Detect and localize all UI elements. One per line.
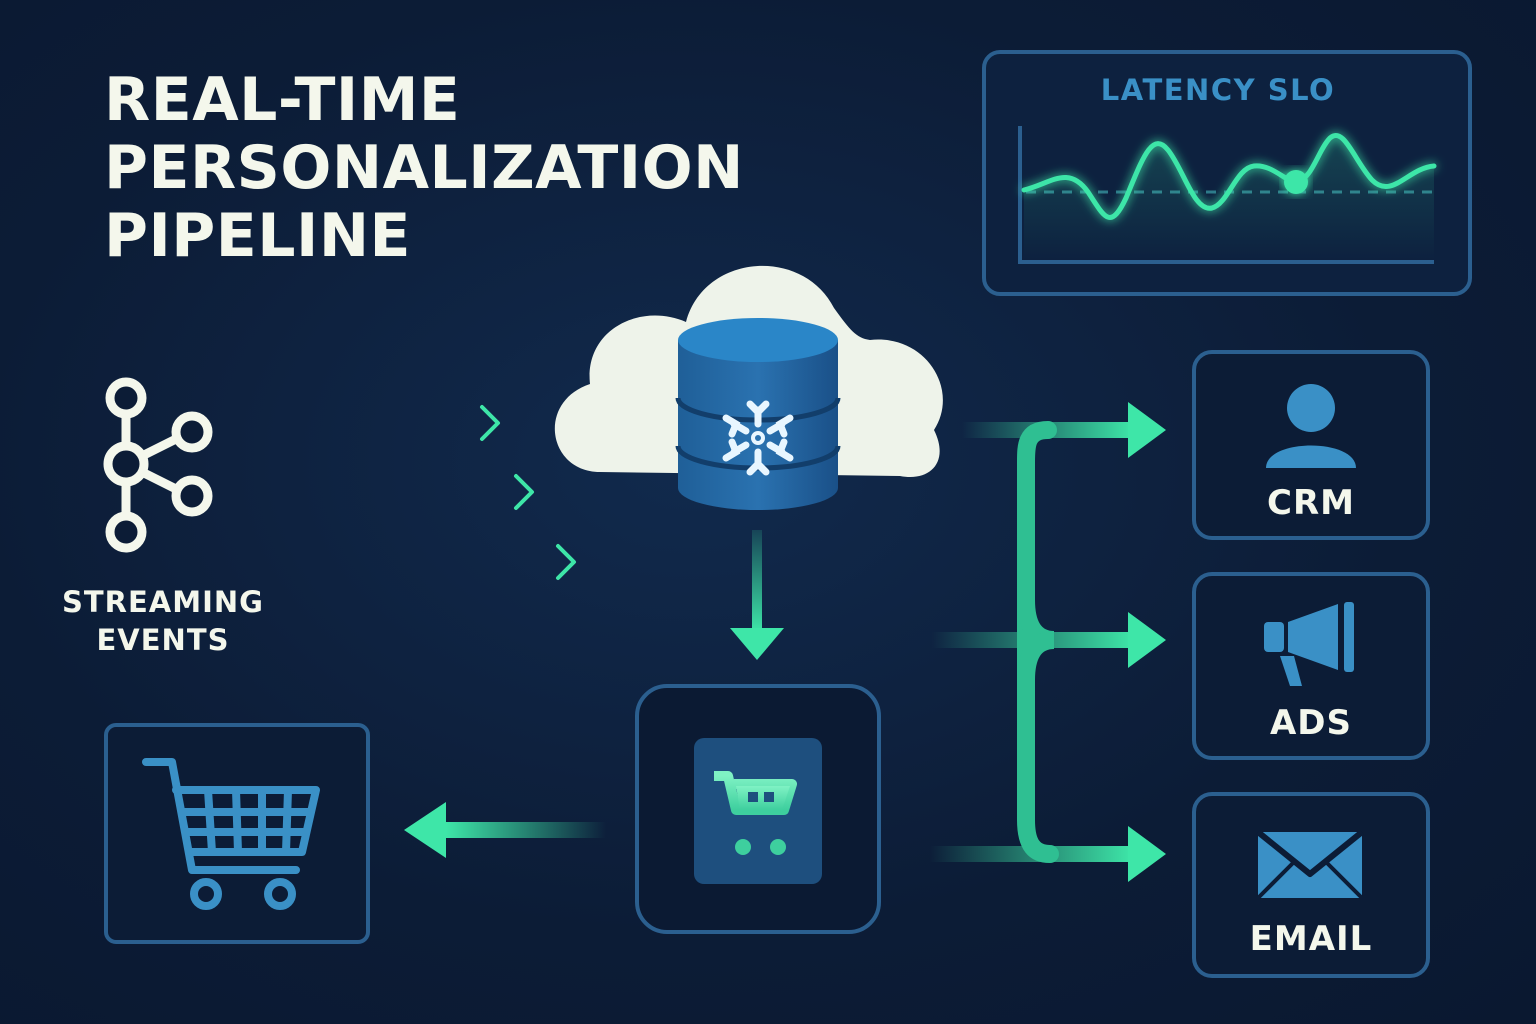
latency-wave [1021,133,1437,220]
stream-arrow-1 [240,405,500,441]
model-to-storefront-arrow [404,802,606,858]
destination-card-email: EMAIL [1192,792,1430,978]
stream-arrows [240,405,576,580]
shopping-cart-icon [714,771,797,855]
hub-to-model-arrow [730,530,784,660]
snowflake-icon [722,400,794,476]
fanout-bus [930,402,1166,882]
page-title: REAL-TIME PERSONALIZATION PIPELINE [104,66,824,270]
title-line-3: PIPELINE [104,201,412,271]
arrowhead-email [1128,826,1166,882]
recommendation-engine-card [635,684,881,934]
arrowhead-crm [1128,402,1166,458]
user-icon [1266,384,1356,468]
megaphone-icon [1264,602,1354,686]
source-label-line-1: STREAMING [62,585,264,619]
storefront-card [104,723,370,944]
destination-card-crm: CRM [1192,350,1430,540]
destination-label-ads: ADS [1270,703,1352,743]
title-line-2: PERSONALIZATION [104,133,744,203]
title-line-1: REAL-TIME [104,65,461,135]
destination-label-crm: CRM [1267,483,1355,523]
latency-axes [1018,126,1434,264]
stream-arrow-3 [242,544,576,580]
destination-label-email: EMAIL [1250,919,1373,959]
latency-chart [1018,126,1437,264]
source-label-line-2: EVENTS [96,623,229,657]
latency-current-point [1284,170,1308,194]
kafka-graph-icon [103,377,213,553]
stream-arrow-2 [256,474,534,510]
envelope-icon [1256,829,1364,900]
latency-wave-area [1024,135,1434,260]
latency-slo-title: LATENCY SLO [1101,73,1335,107]
shopping-cart-icon [142,758,320,910]
latency-slo-panel: LATENCY SLO [982,50,1472,296]
destination-card-ads: ADS [1192,572,1430,760]
arrowhead-ads [1128,612,1166,668]
